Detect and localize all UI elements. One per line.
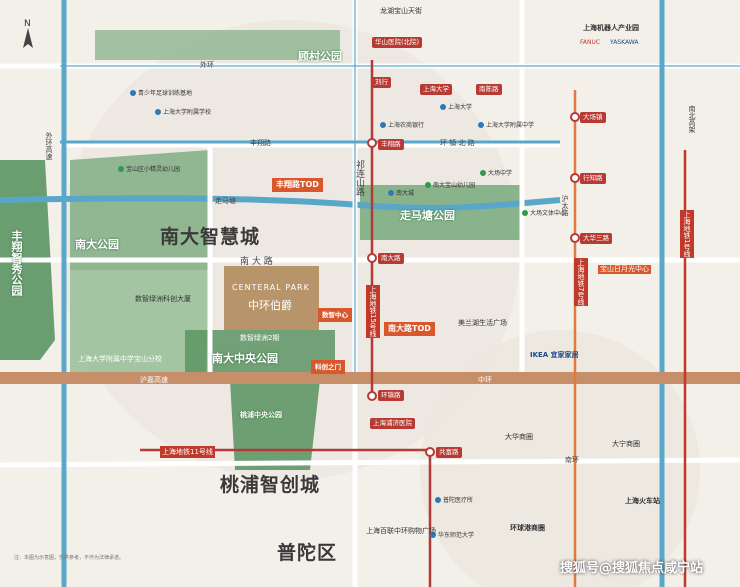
park-zoumatang: 走马塘公园 <box>400 209 455 222</box>
poi-19: 大华商圈 <box>505 433 533 441</box>
road-huanzhen: 环 镇 北 路 <box>440 139 475 147</box>
park-nanda: 南大公园 <box>75 238 119 251</box>
zhonghuan-band <box>0 372 740 384</box>
road-waihuan: 外环 <box>200 61 214 69</box>
park-fengxiang: 丰翔智秀公园 <box>10 230 23 296</box>
compass-letter: N <box>24 19 31 29</box>
project-digital2: 数智绿洲2期 <box>240 334 280 342</box>
green-area-taopu <box>230 380 320 470</box>
station-nanchen: 南陈路 <box>476 84 502 95</box>
road-qilian: 祁连山路 <box>354 160 364 196</box>
poi-24: IKEA 宜家家居 <box>530 351 579 359</box>
road-fengxiang: 丰翔路 <box>250 139 271 147</box>
road-zhonghuan: 中环 <box>478 376 492 384</box>
poi-10: 南大城 <box>388 188 414 197</box>
label-longhu: 龙湖宝山天街 <box>380 7 422 15</box>
park-gucun: 顾村公园 <box>298 50 342 63</box>
brand-yaskawa: YASKAWA <box>610 39 639 46</box>
station-gongfu: 共富路 <box>436 447 462 458</box>
district-putuo: 普陀区 <box>277 542 338 564</box>
poi-1: 青少年足球训练基地 <box>130 88 192 97</box>
poi-14: 普陀医疗所 <box>435 495 473 504</box>
poi-21: 上海机器人产业园 <box>583 24 639 32</box>
metro-label-1: 上海地铁1号线 <box>680 210 694 259</box>
tod-fengxiang: 丰翔路TOD <box>272 178 323 192</box>
station-hospital: 上海浦济医院 <box>370 418 415 429</box>
station-dachang: 大场镇 <box>580 112 606 123</box>
park-nanda-central: 南大中央公园 <box>212 352 278 365</box>
poi-8: 上海大学附属中学 <box>478 120 534 129</box>
poi-16: 环球港商圈 <box>510 524 545 532</box>
poi-13: 华东师范大学 <box>430 530 474 539</box>
station-huashan: 华山医院(北院) <box>372 37 423 48</box>
poi-11: 南大宝山幼儿园 <box>425 180 475 189</box>
project-digital: 数智中心 <box>318 308 352 322</box>
brand-fanuc: FANUC <box>580 39 601 46</box>
station-nanda: 南大路 <box>378 253 404 264</box>
poi-12: 大场文体中心 <box>522 208 566 217</box>
station-shangda: 上海大学 <box>420 84 452 95</box>
poi-23: 上海大学附属中学宝山分校 <box>78 355 162 363</box>
project-gate: 科创之门 <box>311 360 345 374</box>
metro-label-11: 上海地铁11号线 <box>160 446 215 458</box>
poi-3: 宝山区小精灵幼儿园 <box>118 164 180 173</box>
poi-20: 宝山日月光中心 <box>598 265 651 274</box>
poi-2: 上海大学附属学校 <box>155 107 211 116</box>
road-nanbei: 南北高架 <box>688 105 696 133</box>
poi-4: 上海大学 <box>440 102 472 111</box>
poi-6: 上海农商银行 <box>380 120 424 129</box>
footer-disclaimer: 注：本图为示意图，仅供参考，不作为法律承诺。 <box>14 555 125 561</box>
road-hutai: 沪太路 <box>561 195 569 216</box>
poi-15: 上海百联中环购物广场 <box>366 527 436 535</box>
project-cn: 中环伯爵 <box>248 299 292 312</box>
station-liuhang: 刘行 <box>372 77 391 88</box>
green-area-nanda <box>70 150 210 270</box>
district-taopu: 桃浦智创城 <box>220 474 321 496</box>
park-taopu-central: 桃浦中央公园 <box>240 411 282 419</box>
station-dahua3: 大华三路 <box>580 233 612 244</box>
district-nanda: 南大智慧城 <box>160 226 261 248</box>
project-en: CENTERAL PARK <box>232 283 310 292</box>
road-nanhuan: 南环 <box>565 456 579 464</box>
compass-icon <box>23 28 33 48</box>
river-zoumatang <box>0 195 561 211</box>
station-fengxiang: 丰翔路 <box>378 139 404 150</box>
green-area-zoumatang <box>360 185 520 240</box>
poi-25: 美兰湖生活广场 <box>458 319 507 327</box>
poi-18: 大宁商圈 <box>612 440 640 448</box>
road-waihuan-left: 外环高速 <box>45 132 53 160</box>
station-huaxian: 环镇路 <box>378 390 404 401</box>
tod-nanda: 南大路TOD <box>384 322 435 336</box>
road-nanda: 南 大 路 <box>240 257 273 267</box>
poi-22: 数智绿洲科创大厦 <box>135 295 191 303</box>
project-block <box>224 266 319 330</box>
poi-17: 上海火车站 <box>625 497 660 505</box>
watermark: 搜狐号@搜狐焦点咸宁站 <box>560 561 704 576</box>
poi-9: 大场中学 <box>480 168 512 177</box>
metro-label-15: 上海地铁15号线 <box>366 285 380 338</box>
station-xingzhi: 行知路 <box>580 173 606 184</box>
metro-label-7: 上海地铁7号线 <box>574 258 588 307</box>
road-hujia: 沪嘉高速 <box>140 376 168 384</box>
road-zoumatang: 走马塘 <box>215 197 236 205</box>
